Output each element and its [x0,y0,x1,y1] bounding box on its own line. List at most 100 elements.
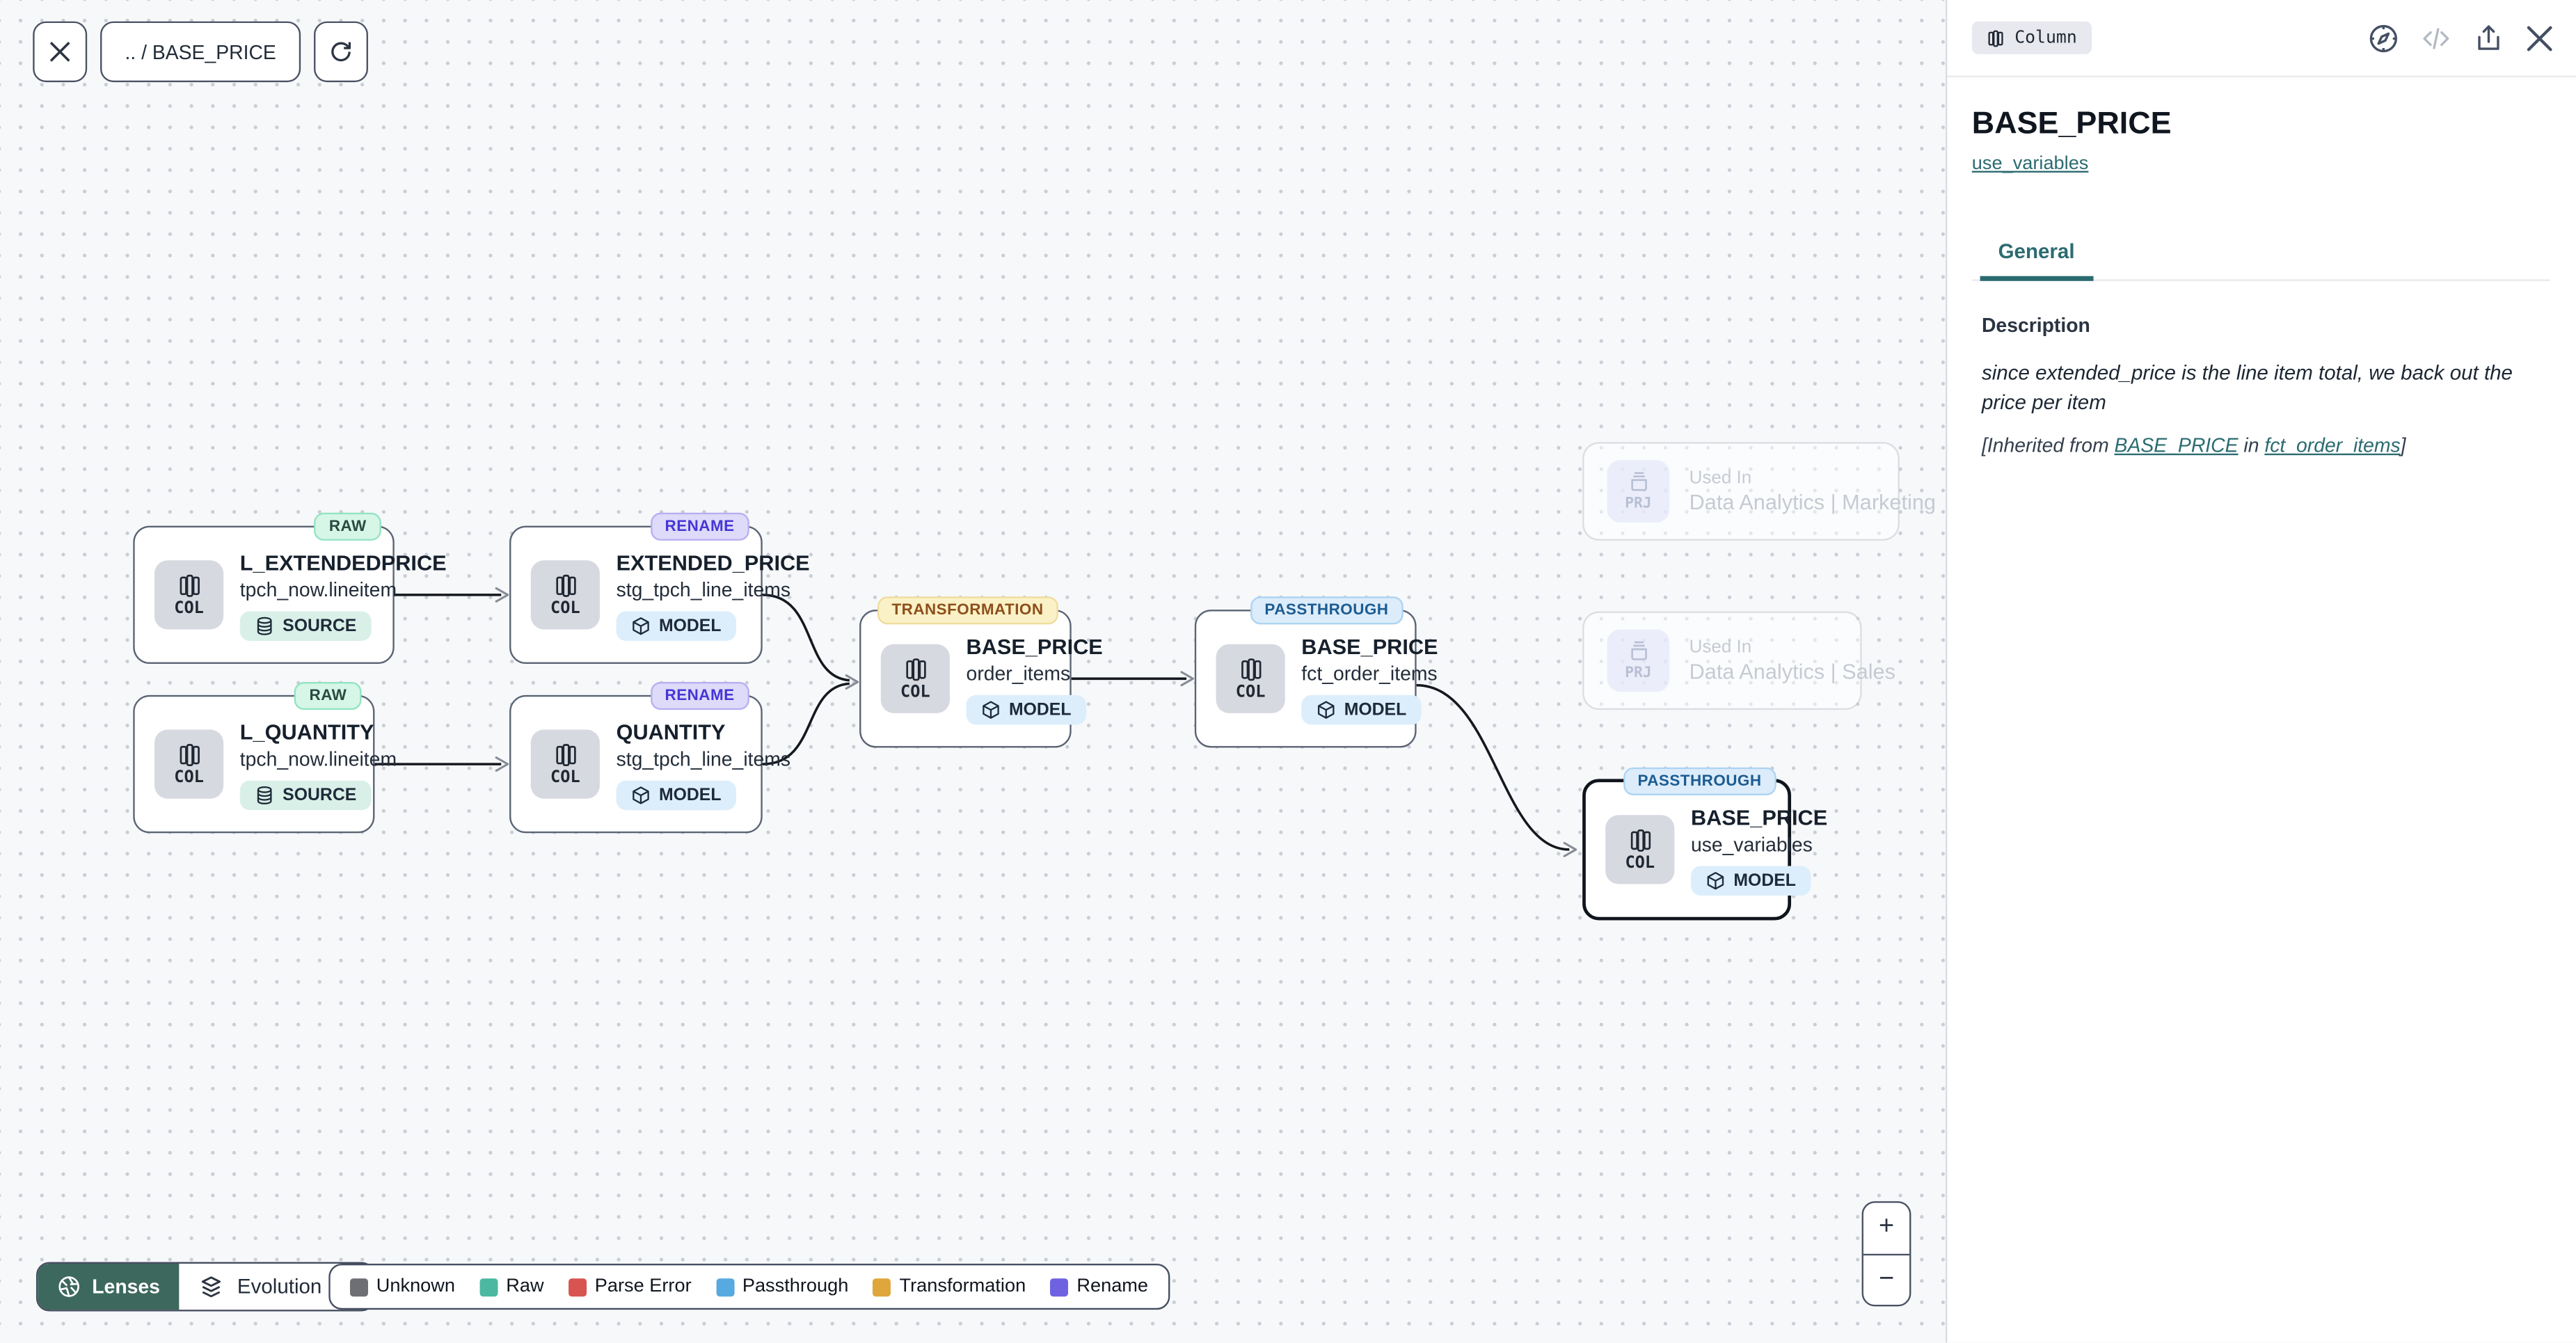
panel-header-actions [2368,22,2554,54]
description-section: Description since extended_price is the … [1982,314,2550,457]
column-kind-box: COL [880,644,950,713]
node-base-price-order-items[interactable]: TRANSFORMATION COL BASE_PRICE order_item… [859,596,1103,748]
aperture-icon [58,1276,79,1297]
node-quantity[interactable]: RENAME COL QUANTITY stg_tpch_line_items … [509,682,790,834]
node-title: BASE_PRICE [1301,633,1438,658]
model-cube-icon [983,700,999,718]
description-heading: Description [1981,314,2090,337]
zoom-out-button[interactable]: − [1878,1264,1895,1293]
kind-label: COL [174,598,204,617]
column-kind-box: COL [154,560,224,630]
breadcrumb[interactable]: .. / BASE_PRICE [100,21,301,83]
columns-icon [905,658,925,681]
node-title: BASE_PRICE [1690,804,1828,829]
node-title: BASE_PRICE [966,633,1103,658]
share-button[interactable] [2473,22,2504,54]
model-cube-icon [633,616,649,635]
canvas-toolbar: .. / BASE_PRICE [33,21,369,83]
edge-fctorderitems-usevariables [1416,683,1570,851]
panel-body: BASE_PRICE use_variables General Descrip… [1947,77,2576,457]
refresh-button[interactable] [314,21,369,83]
node-subtitle: stg_tpch_line_items [616,747,791,770]
node-type-badge: MODEL [616,779,736,810]
lens-badge: PASSTHROUGH [1623,767,1776,795]
kind-label: COL [174,768,204,786]
legend-item-unknown: Unknown [349,1277,455,1296]
columns-icon [179,742,199,765]
legend-swatch [873,1278,891,1296]
code-icon [2423,27,2449,49]
inherited-column-link[interactable]: BASE_PRICE [2114,434,2239,458]
lineage-canvas[interactable]: .. / BASE_PRICE RAW COL L_EXTENDEDPRICE … [0,0,1946,1343]
tab-general[interactable]: General [1980,240,2093,281]
node-base-price-fct-order-items[interactable]: PASSTHROUGH COL BASE_PRICE fct_order_ite… [1194,596,1438,748]
close-lineage-button[interactable] [33,21,88,83]
view-code-button[interactable] [2420,22,2451,54]
close-icon [49,41,70,62]
description-text: since extended_price is the line item to… [1981,361,2513,415]
node-subtitle: stg_tpch_line_items [616,578,791,601]
legend-swatch [479,1278,498,1296]
lenses-bar: Lenses Evolution [35,1262,374,1312]
lens-badge: PASSTHROUGH [1250,596,1404,625]
model-link[interactable]: use_variables [1971,154,2089,175]
used-in-sales-node[interactable]: PRJ Used In Data Analytics | Sales [1582,611,1895,710]
legend-item-transformation: Transformation [873,1277,1026,1296]
column-kind-box: COL [154,729,224,799]
layers-icon [202,1276,221,1297]
node-type-badge: MODEL [1301,694,1422,724]
explore-lineage-button[interactable] [2368,22,2399,54]
project-stack-icon [1630,472,1646,491]
lenses-label: Lenses [92,1275,160,1298]
column-kind-box: COL [1216,644,1285,713]
legend-item-raw: Raw [479,1277,544,1296]
lenses-button[interactable]: Lenses [38,1263,180,1310]
kind-label: COL [550,768,580,786]
node-title: L_EXTENDEDPRICE [239,549,447,575]
kind-label: COL [1625,853,1655,872]
legend-swatch [349,1278,368,1296]
kind-label: PRJ [1625,665,1652,683]
legend-item-rename: Rename [1050,1277,1148,1296]
node-base-price-use-variables[interactable]: PASSTHROUGH COL BASE_PRICE use_variables… [1582,767,1827,921]
model-cube-icon [1707,871,1724,889]
used-in-marketing-node[interactable]: PRJ Used In Data Analytics | Marketing [1582,442,1936,541]
inherited-model-link[interactable]: fct_order_items [2264,434,2401,458]
node-type-badge: MODEL [616,610,736,640]
database-icon [257,785,272,804]
panel-header: Column [1947,0,2576,77]
node-l-extendedprice[interactable]: RAW COL L_EXTENDEDPRICE tpch_now.lineite… [133,512,447,665]
kind-label: PRJ [1625,496,1652,513]
node-subtitle: use_variables [1690,832,1813,856]
lens-mode-label: Evolution [237,1275,322,1298]
node-subtitle: order_items [966,661,1071,685]
node-extended-price[interactable]: RENAME COL EXTENDED_PRICE stg_tpch_line_… [509,512,810,665]
close-panel-button[interactable] [2526,24,2554,51]
used-in-project: Data Analytics | Marketing [1689,489,1936,515]
node-type-badge: MODEL [966,694,1086,724]
node-title: L_QUANTITY [239,719,374,744]
used-in-label: Used In [1689,637,1752,658]
column-kind-box: COL [530,560,600,630]
legend-item-passthrough: Passthrough [716,1277,848,1296]
legend-swatch [716,1278,735,1296]
compass-icon [2369,24,2397,51]
columns-icon [1988,29,2003,47]
used-in-label: Used In [1689,468,1752,488]
node-title: QUANTITY [616,719,726,744]
column-kind-box: COL [530,729,600,799]
model-cube-icon [633,786,649,804]
details-panel: Column BASE_PRICE use_variables [1946,0,2576,1343]
project-stack-icon [1630,641,1646,660]
lens-legend: Unknown Raw Parse Error Passthrough Tran… [328,1263,1170,1310]
lens-badge: TRANSFORMATION [877,596,1058,625]
node-l-quantity[interactable]: RAW COL L_QUANTITY tpch_now.lineitem SOU… [133,682,397,834]
project-kind-box: PRJ [1607,629,1670,692]
refresh-icon [331,42,351,62]
zoom-in-button[interactable]: + [1863,1203,1910,1255]
columns-icon [555,573,575,596]
legend-item-parse-error: Parse Error [569,1277,692,1296]
columns-icon [555,742,575,765]
used-in-project: Data Analytics | Sales [1689,658,1895,684]
